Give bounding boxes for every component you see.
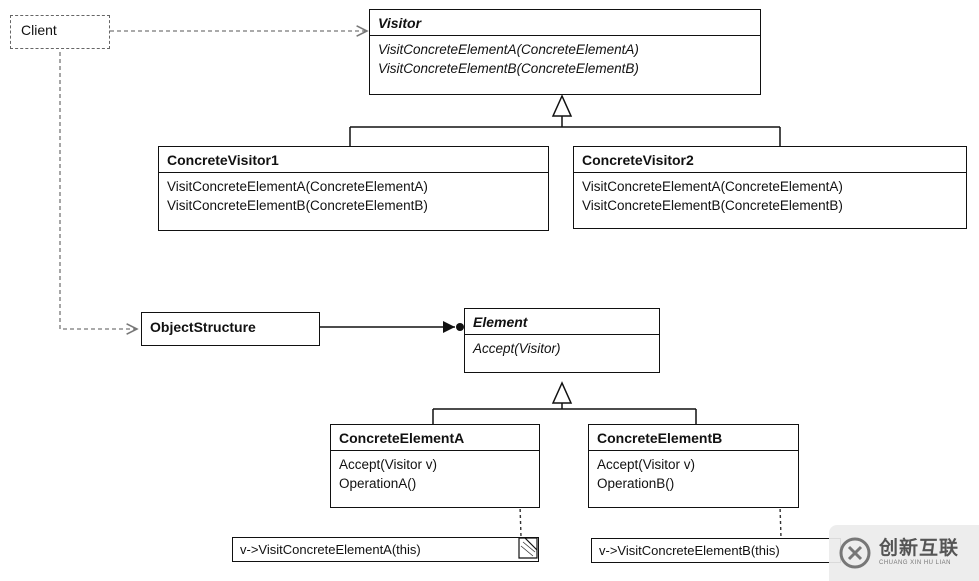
note-a-folded-corner-icon (518, 537, 538, 559)
concrete-element-a-operations: Accept(Visitor v) OperationA() (331, 451, 539, 497)
concrete-element-b-op-accept: Accept(Visitor v) (597, 457, 696, 472)
concrete-visitor-1-operations: VisitConcreteElementA(ConcreteElementA) … (159, 173, 548, 219)
concrete-visitor-1-class: ConcreteVisitor1 VisitConcreteElementA(C… (158, 146, 549, 231)
client-box: Client (10, 15, 110, 49)
accept-a-implementation-note: v->VisitConcreteElementA(this) (232, 537, 539, 562)
concrete-visitor-2-name: ConcreteVisitor2 (574, 147, 966, 173)
watermark-brand-en: CHUANG XIN HU LIAN (879, 560, 952, 567)
concrete-visitor-2-op-b: VisitConcreteElementB(ConcreteElementB) (582, 198, 843, 213)
object-structure-name: ObjectStructure (150, 319, 256, 335)
visitor-op-b: VisitConcreteElementB(ConcreteElementB) (378, 61, 639, 76)
element-operations: Accept(Visitor) (465, 335, 659, 362)
visitor-operations: VisitConcreteElementA(ConcreteElementA) … (370, 36, 760, 82)
object-structure-class: ObjectStructure (141, 312, 320, 346)
visitor-inheritance-triangle (551, 94, 573, 117)
concrete-element-a-op-operation: OperationA() (339, 476, 417, 491)
concrete-element-a-class: ConcreteElementA Accept(Visitor v) Opera… (330, 424, 540, 508)
accept-b-implementation-note: v->VisitConcreteElementB(this) (591, 538, 841, 563)
concrete-visitor-2-class: ConcreteVisitor2 VisitConcreteElementA(C… (573, 146, 967, 229)
element-class: Element Accept(Visitor) (464, 308, 660, 373)
concrete-element-b-operations: Accept(Visitor v) OperationB() (589, 451, 798, 497)
element-op-accept: Accept(Visitor) (473, 341, 561, 356)
concrete-visitor-1-op-a: VisitConcreteElementA(ConcreteElementA) (167, 179, 428, 194)
client-to-objectstructure-link (59, 52, 137, 329)
client-label: Client (21, 22, 57, 38)
concrete-visitor-1-name: ConcreteVisitor1 (159, 147, 548, 173)
watermark-logo-icon (839, 537, 871, 569)
concrete-visitor-1-op-b: VisitConcreteElementB(ConcreteElementB) (167, 198, 428, 213)
visitor-class: Visitor VisitConcreteElementA(ConcreteEl… (369, 9, 761, 95)
concrete-visitor-2-operations: VisitConcreteElementA(ConcreteElementA) … (574, 173, 966, 219)
watermark: 创新互联 CHUANG XIN HU LIAN (829, 525, 979, 581)
concrete-element-b-class: ConcreteElementB Accept(Visitor v) Opera… (588, 424, 799, 508)
concrete-element-b-op-operation: OperationB() (597, 476, 675, 491)
concrete-visitor-2-op-a: VisitConcreteElementA(ConcreteElementA) (582, 179, 843, 194)
concrete-element-a-op-accept: Accept(Visitor v) (339, 457, 438, 472)
visitor-op-a: VisitConcreteElementA(ConcreteElementA) (378, 42, 639, 57)
visitor-class-name: Visitor (370, 10, 760, 36)
element-class-name: Element (465, 309, 659, 335)
concrete-element-b-name: ConcreteElementB (589, 425, 798, 451)
concrete-element-a-name: ConcreteElementA (331, 425, 539, 451)
element-inheritance-triangle (551, 381, 573, 404)
watermark-brand-cn: 创新互联 (879, 538, 960, 560)
